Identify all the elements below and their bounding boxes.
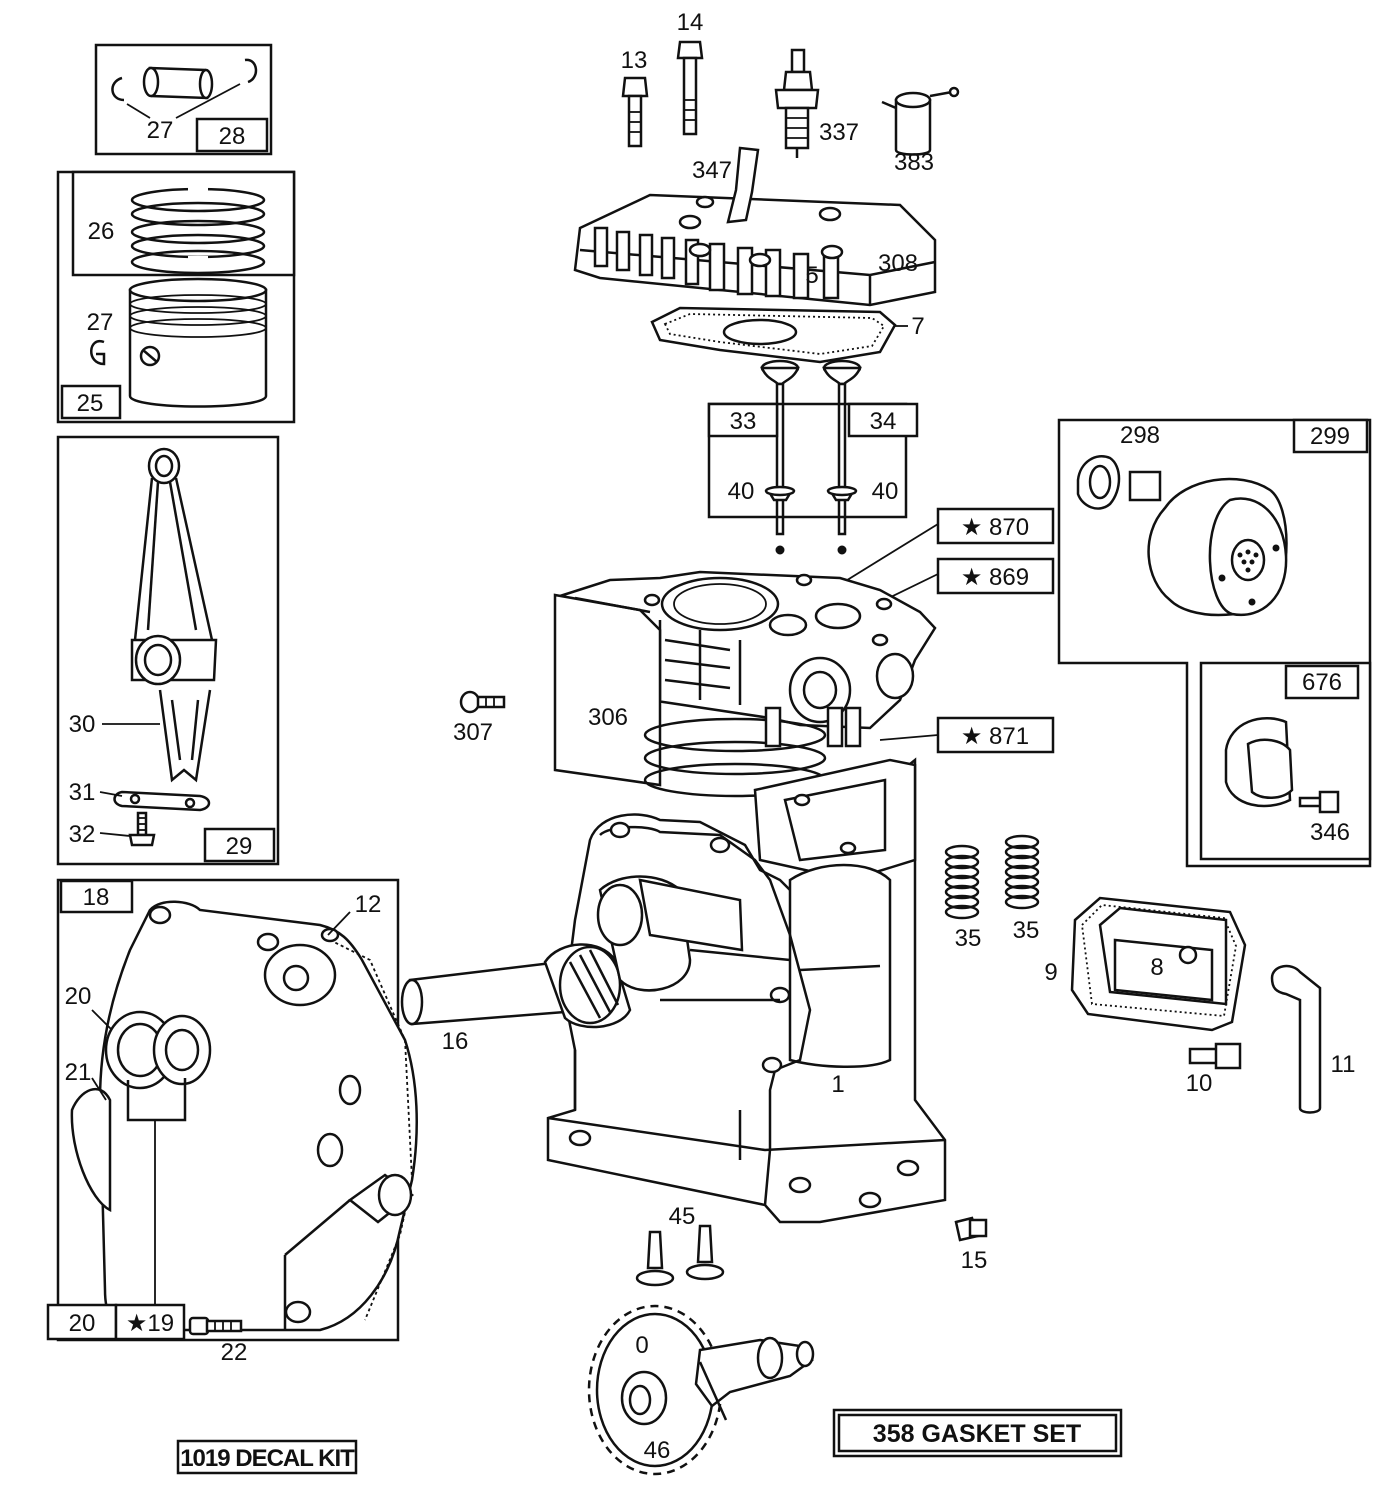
callout-16: 16 bbox=[442, 1028, 469, 1055]
callout-46: 46 bbox=[644, 1437, 671, 1464]
valve-spring-left bbox=[944, 844, 980, 920]
breather-plug-307 bbox=[459, 690, 506, 714]
cylinder-block: 306 1 bbox=[546, 570, 947, 1224]
valve-intake bbox=[822, 359, 862, 555]
callout-27: 27 bbox=[147, 117, 174, 144]
decal-kit-text: 1019 DECAL KIT bbox=[180, 1445, 355, 1472]
callout-20-box: 20 bbox=[69, 1310, 96, 1337]
callout-31: 31 bbox=[69, 779, 96, 806]
callout-308: 308 bbox=[878, 250, 918, 277]
callout-871: ★ 871 bbox=[961, 723, 1029, 750]
camshaft-gear bbox=[587, 1304, 815, 1476]
callout-12: 12 bbox=[355, 891, 382, 918]
rod-lock bbox=[113, 790, 211, 812]
callout-21: 21 bbox=[65, 1059, 92, 1086]
callout-25: 25 bbox=[77, 390, 104, 417]
callout-34: 34 bbox=[870, 408, 897, 435]
kit-676-muffler-guard: 676 346 bbox=[1199, 661, 1372, 861]
callout-870: ★ 870 bbox=[961, 514, 1029, 541]
callout-29: 29 bbox=[226, 833, 253, 860]
spark-plug bbox=[774, 48, 820, 158]
callout-32: 32 bbox=[69, 821, 96, 848]
piston bbox=[128, 277, 268, 408]
rod-bolt bbox=[128, 811, 156, 847]
cylinder-head bbox=[573, 193, 937, 307]
callout-27-piston: 27 bbox=[87, 309, 114, 336]
callout-15: 15 bbox=[961, 1247, 988, 1274]
callout-14: 14 bbox=[677, 9, 704, 36]
muffler-lock-washer bbox=[1076, 455, 1121, 510]
retainer-ring bbox=[90, 339, 106, 366]
callout-19: ★19 bbox=[126, 1310, 174, 1337]
callout-1: 1 bbox=[831, 1071, 844, 1098]
crankshaft bbox=[400, 875, 791, 1029]
callout-347: 347 bbox=[692, 157, 732, 184]
callout-35-left: 35 bbox=[955, 925, 982, 952]
callout-40-left: 40 bbox=[728, 478, 755, 505]
spark-plug-cover bbox=[881, 86, 960, 156]
callout-18: 18 bbox=[83, 884, 110, 911]
connecting-rod bbox=[130, 447, 218, 783]
breather-assembly bbox=[1070, 896, 1247, 1032]
callout-8: 8 bbox=[1150, 954, 1163, 981]
callout-33: 33 bbox=[730, 408, 757, 435]
callout-7: 7 bbox=[911, 313, 924, 340]
breather-tube bbox=[1270, 964, 1322, 1114]
callout-676: 676 bbox=[1302, 669, 1342, 696]
cam-timing-mark: 0 bbox=[635, 1332, 648, 1359]
callout-28: 28 bbox=[219, 123, 246, 150]
callout-346: 346 bbox=[1310, 819, 1350, 846]
callout-40-right: 40 bbox=[872, 478, 899, 505]
muffler bbox=[1128, 470, 1288, 617]
piston-pin bbox=[142, 66, 214, 100]
gasket-set-text: 358 GASKET SET bbox=[873, 1420, 1081, 1448]
callout-307: 307 bbox=[453, 719, 493, 746]
kit-25-piston: 25 26 27 bbox=[56, 170, 296, 424]
tappet-left bbox=[635, 1230, 675, 1287]
callout-298: 298 bbox=[1120, 422, 1160, 449]
valve-spring-right bbox=[1004, 834, 1040, 910]
callout-20: 20 bbox=[65, 983, 92, 1010]
oil-fill-plug bbox=[347, 1173, 415, 1224]
cylinder-head-gasket bbox=[650, 306, 897, 364]
callout-299: 299 bbox=[1310, 423, 1350, 450]
callout-26: 26 bbox=[88, 218, 115, 245]
decal-kit-label: 1019 DECAL KIT bbox=[176, 1439, 358, 1475]
callout-10: 10 bbox=[1186, 1070, 1213, 1097]
retainer-ring-left bbox=[111, 76, 125, 102]
callout-11: 11 bbox=[1331, 1051, 1356, 1078]
head-bolt-short bbox=[621, 76, 649, 148]
callout-30: 30 bbox=[69, 711, 96, 738]
callout-337: 337 bbox=[819, 119, 859, 146]
cover-bolt bbox=[188, 1316, 243, 1336]
callout-869: ★ 869 bbox=[961, 564, 1029, 591]
callout-22: 22 bbox=[221, 1339, 248, 1366]
piston-rings bbox=[130, 186, 266, 275]
valve-callout-box: 33 34 40 40 bbox=[707, 402, 919, 519]
air-baffle bbox=[726, 146, 760, 224]
drain-plug bbox=[954, 1216, 988, 1242]
callout-383: 383 bbox=[894, 149, 934, 176]
callout-5: 5 bbox=[805, 262, 818, 289]
kit-18-crankcase-cover: 18 12 20 bbox=[46, 878, 418, 1366]
callout-9: 9 bbox=[1044, 959, 1057, 986]
breather-screw bbox=[1188, 1042, 1242, 1070]
callout-306: 306 bbox=[588, 704, 628, 731]
callout-35-right: 35 bbox=[1013, 917, 1040, 944]
kit-28-piston-pin: 28 27 bbox=[94, 43, 273, 156]
callout-13: 13 bbox=[621, 47, 648, 74]
muffler-guard bbox=[1224, 717, 1294, 808]
callout-45: 45 bbox=[669, 1203, 696, 1230]
kit-29-connecting-rod: 29 30 31 3 bbox=[56, 435, 280, 866]
callout-boxes-star: ★ 870 ★ 869 ★ 871 bbox=[843, 507, 1055, 754]
head-bolt-long bbox=[676, 40, 704, 136]
guard-screw bbox=[1298, 790, 1340, 814]
tappet-right bbox=[685, 1224, 725, 1281]
gasket-set-label: 358 GASKET SET bbox=[832, 1408, 1123, 1458]
valve-exhaust bbox=[760, 359, 800, 555]
retainer-ring-right bbox=[244, 58, 258, 84]
crankcase-cover bbox=[70, 900, 418, 1332]
